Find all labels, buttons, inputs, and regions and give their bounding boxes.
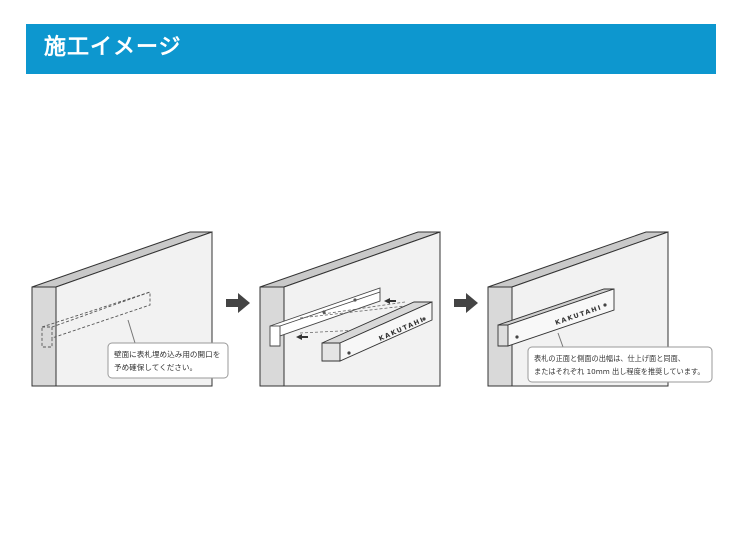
section-header: 施工イメージ (26, 24, 716, 74)
step2-opening-recess (269, 287, 381, 347)
step2-insert-arrows (296, 298, 396, 340)
step1-callout-line2: 予め確保してください。 (114, 362, 197, 372)
arrow-icon (454, 293, 478, 313)
step1-callout: 壁面に表札埋め込み用の開口を 予め確保してください。 (107, 319, 229, 379)
arrow-icon (226, 293, 250, 313)
step3-callout: 表札の正面と側面の出幅は、仕上げ面と同面、 またはそれぞれ 10mm 出し程度を… (527, 332, 713, 383)
step3-callout-line2: またはそれぞれ 10mm 出し程度を推奨しています。 (534, 367, 705, 376)
step3-callout-line1: 表札の正面と側面の出幅は、仕上げ面と同面、 (534, 354, 685, 363)
step1-opening-outline (41, 291, 151, 348)
step1-callout-line1: 壁面に表札埋め込み用の開口を (114, 349, 220, 359)
step2-nameplate: KAKUTAHI (321, 301, 433, 362)
section-title: 施工イメージ (44, 35, 182, 60)
step3-nameplate: KAKUTAHI (497, 288, 615, 347)
step2-screw-holes (322, 298, 357, 314)
